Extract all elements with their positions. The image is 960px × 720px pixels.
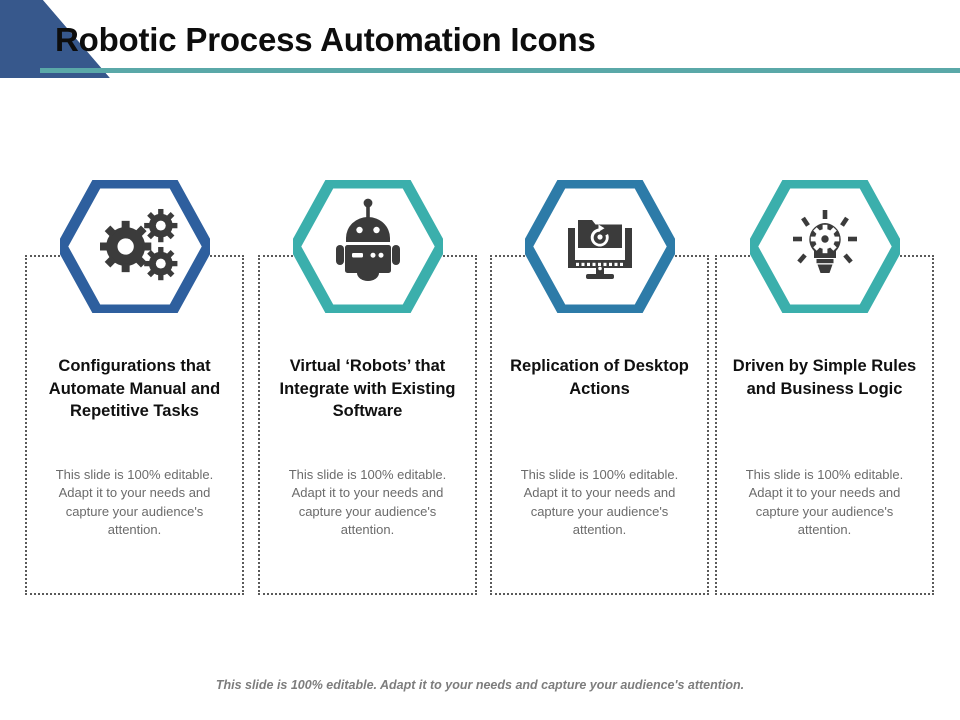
feature-column-3[interactable]: Replication of Desktop Actions This slid… bbox=[490, 180, 709, 595]
gears-icon bbox=[99, 208, 177, 281]
feature-column-1[interactable]: Configurations that Automate Manual and … bbox=[25, 180, 244, 595]
feature-column-4[interactable]: Driven by Simple Rules and Business Logi… bbox=[715, 180, 934, 595]
hex-badge-3[interactable] bbox=[524, 180, 675, 313]
column-title-2: Virtual ‘Robots’ that Integrate with Exi… bbox=[279, 357, 456, 421]
slide-header: Robotic Process Automation Icons bbox=[0, 0, 960, 82]
hex-badge-1[interactable] bbox=[59, 180, 210, 313]
hex-badge-2[interactable] bbox=[292, 180, 443, 313]
feature-column-2[interactable]: Virtual ‘Robots’ that Integrate with Exi… bbox=[258, 180, 477, 595]
column-title-4: Driven by Simple Rules and Business Logi… bbox=[732, 357, 917, 398]
footer-note: This slide is 100% editable. Adapt it to… bbox=[215, 678, 745, 692]
hex-badge-4[interactable] bbox=[749, 180, 900, 313]
header-divider-rule bbox=[40, 68, 960, 73]
column-title-3: Replication of Desktop Actions bbox=[510, 357, 689, 398]
corner-triangle-decoration bbox=[0, 0, 120, 78]
column-body-1: This slide is 100% editable. Adapt it to… bbox=[55, 467, 214, 538]
desktop-folder-refresh-icon bbox=[567, 220, 632, 279]
lightbulb-gear-icon bbox=[792, 210, 857, 273]
content-columns: Configurations that Automate Manual and … bbox=[0, 180, 960, 600]
robot-head-icon bbox=[335, 198, 400, 281]
column-body-3: This slide is 100% editable. Adapt it to… bbox=[520, 467, 679, 538]
page-title: Robotic Process Automation Icons bbox=[55, 21, 596, 58]
column-body-2: This slide is 100% editable. Adapt it to… bbox=[288, 467, 447, 538]
column-title-1: Configurations that Automate Manual and … bbox=[48, 357, 221, 421]
column-body-4: This slide is 100% editable. Adapt it to… bbox=[745, 467, 904, 538]
